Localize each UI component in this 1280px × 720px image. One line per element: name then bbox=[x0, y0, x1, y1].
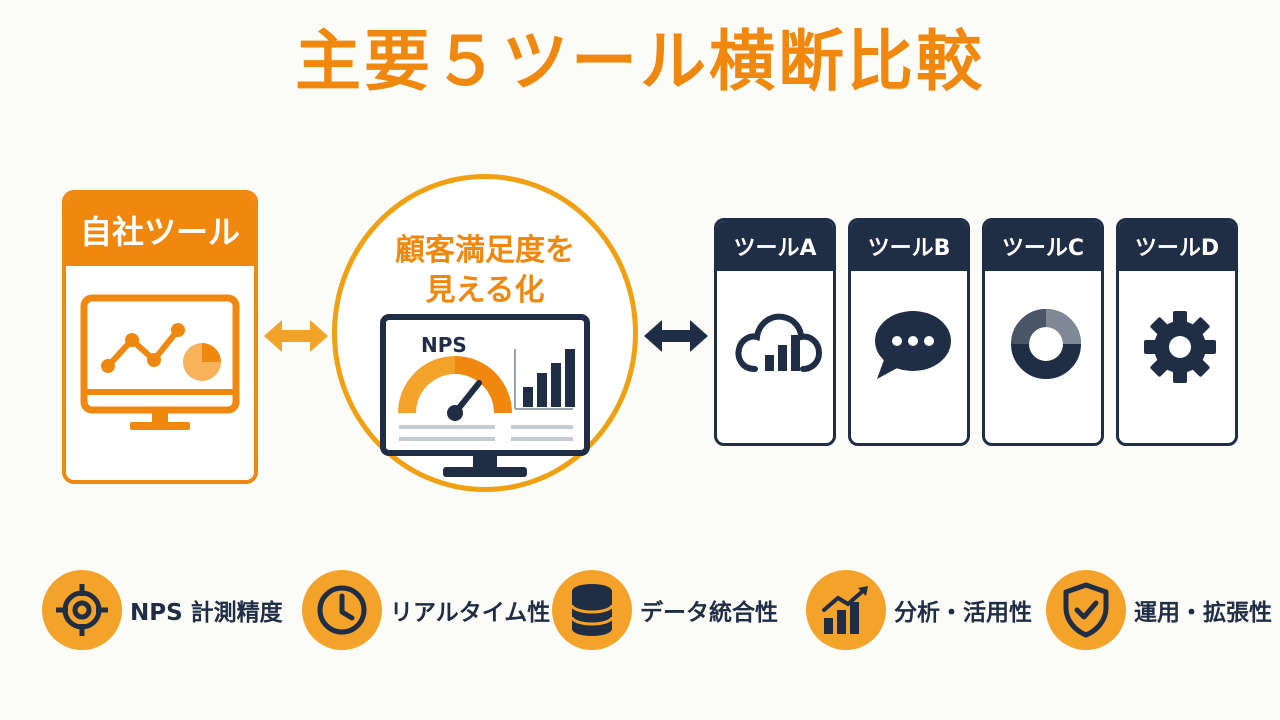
tool-card-c: ツールC bbox=[982, 218, 1104, 446]
chat-bubble-icon bbox=[875, 311, 951, 379]
feature-operation-extensibility: 運用・拡張性 bbox=[1046, 568, 1272, 652]
tool-label: ツールB bbox=[851, 221, 967, 271]
feature-data-integration: データ統合性 bbox=[552, 568, 778, 652]
feature-label: 運用・拡張性 bbox=[1134, 600, 1272, 626]
feature-label: NPS 計測精度 bbox=[130, 600, 283, 626]
gear-icon bbox=[1144, 311, 1216, 383]
feature-realtime: リアルタイム性 bbox=[302, 568, 550, 652]
feature-nps-accuracy: NPS 計測精度 bbox=[42, 568, 283, 652]
growth-chart-icon bbox=[822, 586, 868, 634]
feature-label: データ統合性 bbox=[640, 600, 778, 626]
target-icon bbox=[56, 584, 108, 636]
nps-label: NPS bbox=[421, 333, 467, 357]
own-tool-label: 自社ツール bbox=[66, 194, 254, 266]
circle-heading-line2: 見える化 bbox=[425, 273, 545, 308]
donut-chart-icon bbox=[1011, 309, 1081, 379]
tool-card-b: ツールB bbox=[848, 218, 970, 446]
double-arrow-icon bbox=[264, 320, 328, 352]
clock-icon bbox=[317, 585, 367, 635]
nps-dashboard-icon bbox=[380, 314, 590, 477]
satisfaction-visualization-circle: 顧客満足度を 見える化 NPS bbox=[332, 174, 638, 492]
feature-label: 分析・活用性 bbox=[894, 600, 1032, 626]
database-icon bbox=[570, 584, 614, 636]
cloud-chart-icon bbox=[735, 313, 823, 372]
double-arrow-icon bbox=[644, 320, 708, 352]
shield-check-icon bbox=[1063, 582, 1109, 638]
feature-label: リアルタイム性 bbox=[390, 600, 551, 626]
tool-card-d: ツールD bbox=[1116, 218, 1238, 446]
own-tool-card: 自社ツール bbox=[62, 190, 258, 484]
circle-heading-line1: 顧客満足度を bbox=[395, 233, 575, 268]
page-title: 主要５ツール横断比較 bbox=[295, 23, 985, 100]
tool-label: ツールD bbox=[1119, 221, 1235, 271]
tool-card-a: ツールA bbox=[714, 218, 836, 446]
monitor-analytics-icon bbox=[78, 294, 242, 438]
feature-analysis: 分析・活用性 bbox=[806, 568, 1032, 652]
tool-label: ツールC bbox=[985, 221, 1101, 271]
tool-label: ツールA bbox=[717, 221, 833, 271]
